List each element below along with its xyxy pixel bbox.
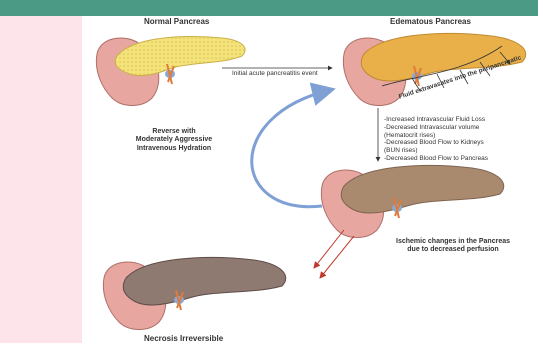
top-color-band bbox=[0, 0, 538, 16]
diagram-illustration bbox=[82, 16, 538, 343]
normal-pancreas-illustration bbox=[96, 37, 245, 106]
label-necrosis: Necrosis Irreversible bbox=[144, 334, 223, 343]
ischemic-pancreas-illustration bbox=[321, 165, 503, 237]
label-edematous-pancreas: Edematous Pancreas bbox=[390, 17, 471, 26]
label-ischemic-changes: Ischemic changes in the Pancreas due to … bbox=[368, 238, 538, 255]
pancreatitis-diagram: Normal Pancreas Edematous Pancreas Initi… bbox=[82, 16, 538, 343]
label-reverse-hydration: Reverse with Moderately Aggressive Intra… bbox=[114, 128, 234, 153]
label-fluid-effects: -Increased Intravascular Fluid Loss -Dec… bbox=[384, 116, 488, 163]
label-normal-pancreas: Normal Pancreas bbox=[144, 17, 209, 26]
necrotic-pancreas-illustration bbox=[103, 257, 285, 329]
reverse-cycle-arrow bbox=[252, 90, 330, 207]
label-initial-event: Initial acute pancreatitis event bbox=[232, 70, 318, 78]
red-arrows-to-necrosis bbox=[314, 230, 354, 278]
